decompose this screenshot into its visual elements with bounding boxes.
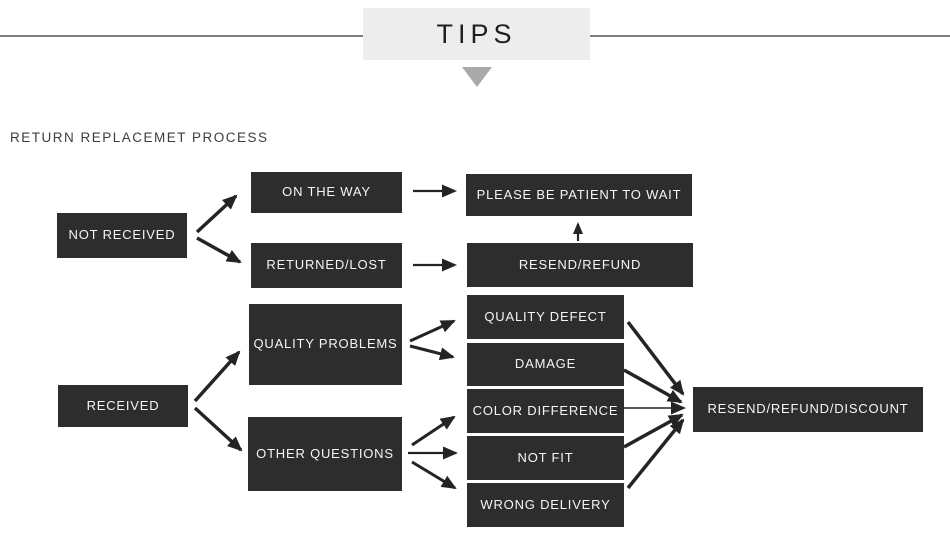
node-returned-lost: RETURNED/LOST [251,243,402,288]
node-received: RECEIVED [58,385,188,427]
tips-header-label: TIPS [436,18,517,49]
process-title: RETURN REPLACEMET PROCESS [10,130,269,145]
node-not-received: NOT RECEIVED [57,213,187,258]
node-other-questions: OTHER QUESTIONS [248,417,402,491]
node-wrong-delivery: WRONG DELIVERY [467,483,624,527]
node-resend-refund: RESEND/REFUND [467,243,693,287]
node-on-the-way: ON THE WAY [251,172,402,213]
node-quality-problems: QUALITY PROBLEMS [249,304,402,385]
down-triangle-icon [462,67,492,87]
node-not-fit: NOT FIT [467,436,624,480]
node-quality-defect: QUALITY DEFECT [467,295,624,339]
node-color-difference: COLOR DIFFERENCE [467,389,624,433]
node-resend-refund-discount: RESEND/REFUND/DISCOUNT [693,387,923,432]
tips-header: TIPS [363,8,590,60]
node-damage: DAMAGE [467,343,624,386]
node-please-be-patient: PLEASE BE PATIENT TO WAIT [466,174,692,216]
